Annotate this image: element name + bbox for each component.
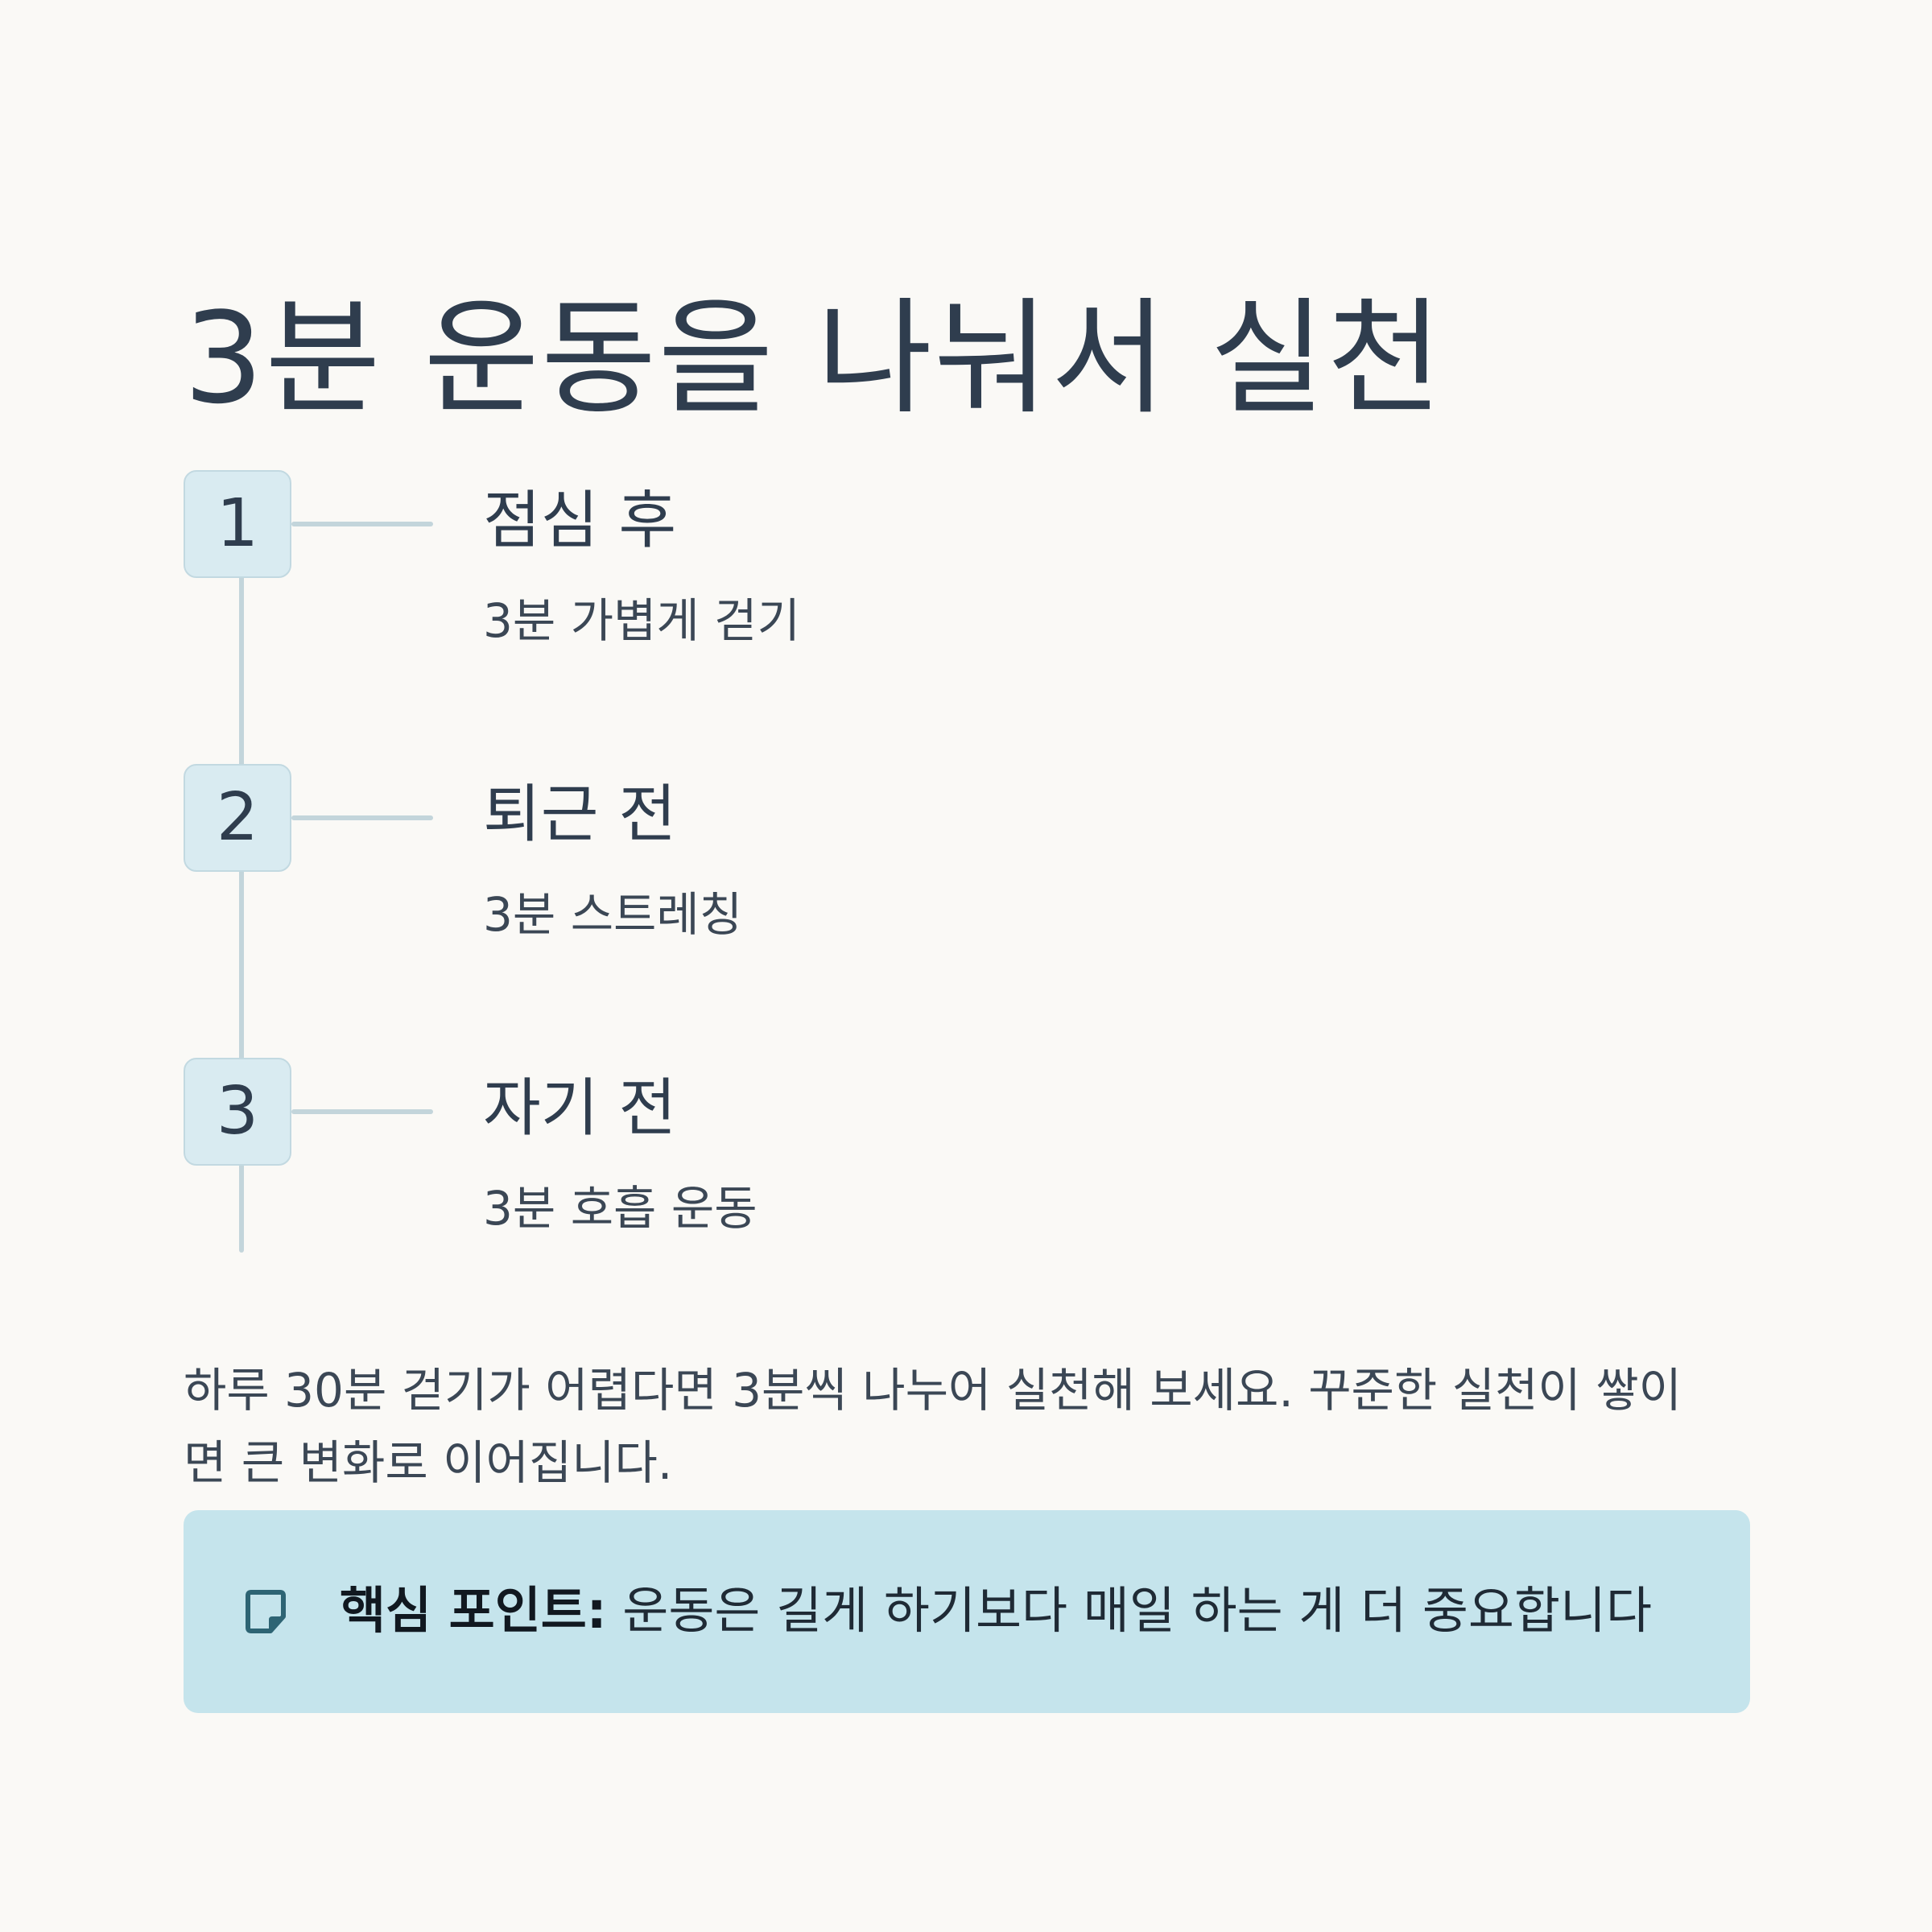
- summary-paragraph: 하루 30분 걷기가 어렵다면 3분씩 나누어 실천해 보세요. 꾸준한 실천이…: [184, 1354, 1729, 1499]
- summary-line-1: 하루 30분 걷기가 어렵다면 3분씩 나누어 실천해 보세요. 꾸준한 실천이…: [184, 1363, 1682, 1418]
- step-number-badge: 1: [184, 470, 291, 578]
- timeline-step-3: 3 자기 전 3분 호흡 운동: [184, 1058, 1552, 1267]
- summary-line-2: 면 큰 변화로 이어집니다.: [184, 1435, 673, 1490]
- step-number-badge: 3: [184, 1058, 291, 1166]
- step-connector: [291, 815, 433, 820]
- step-description: 3분 가볍게 걷기: [483, 593, 800, 648]
- step-title: 퇴근 전: [483, 778, 677, 851]
- step-description: 3분 호흡 운동: [483, 1181, 758, 1236]
- callout-message: 운동은 길게 하기보다 매일 하는 게 더 중요합니다: [606, 1581, 1653, 1640]
- timeline-step-1: 1 점심 후 3분 가볍게 걷기: [184, 470, 1552, 679]
- timeline: 1 점심 후 3분 가볍게 걷기 2 퇴근 전 3분 스트레칭 3 자기 전 3…: [184, 470, 1713, 1253]
- note-icon: [240, 1586, 291, 1637]
- key-point-callout: 핵심 포인트: 운동은 길게 하기보다 매일 하는 게 더 중요합니다: [184, 1510, 1750, 1713]
- step-connector: [291, 522, 433, 526]
- callout-label: 핵심 포인트:: [340, 1581, 607, 1640]
- page: 3분 운동을 나눠서 실천 1 점심 후 3분 가볍게 걷기 2 퇴근 전 3분…: [184, 0, 1750, 1932]
- callout-text: 핵심 포인트: 운동은 길게 하기보다 매일 하는 게 더 중요합니다: [340, 1581, 1652, 1641]
- step-connector: [291, 1109, 433, 1114]
- step-description: 3분 스트레칭: [483, 887, 743, 942]
- step-title: 점심 후: [483, 485, 677, 557]
- step-number-badge: 2: [184, 764, 291, 872]
- timeline-step-2: 2 퇴근 전 3분 스트레칭: [184, 764, 1552, 973]
- step-title: 자기 전: [483, 1072, 677, 1145]
- page-title: 3분 운동을 나눠서 실천: [184, 284, 1444, 431]
